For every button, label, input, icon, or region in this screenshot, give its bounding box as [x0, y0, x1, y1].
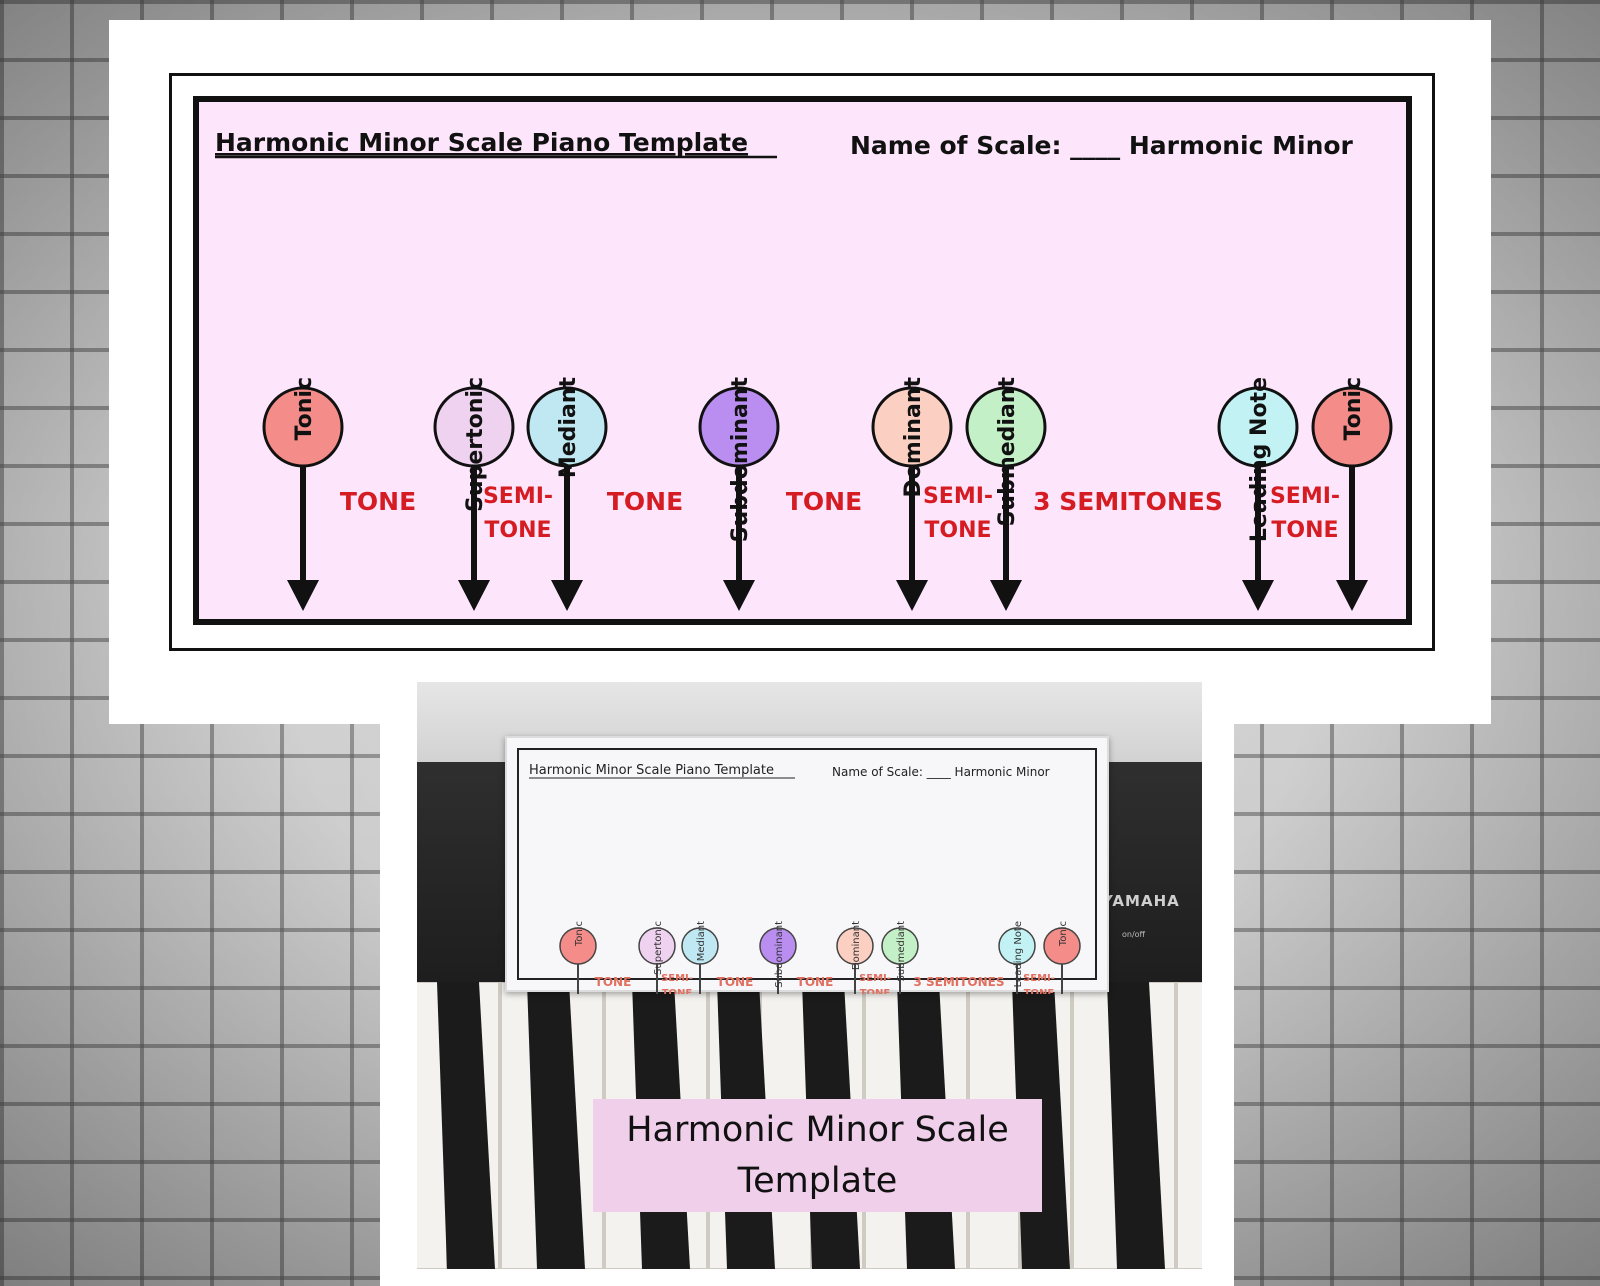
mini-degree-marker: Dominant — [836, 921, 874, 994]
white-key — [1176, 982, 1202, 1269]
interval-label: SEMI- — [1270, 484, 1340, 509]
degree-circle — [871, 386, 953, 468]
degree-marker: Mediant — [526, 377, 608, 611]
scale-name-label: Name of Scale: ____ Harmonic Minor — [850, 131, 1354, 160]
degree-marker: Leading Note — [1217, 377, 1299, 611]
mini-degree-circle — [836, 927, 874, 965]
mini-degree-label: Supertonic — [653, 921, 664, 975]
mini-interval-label: TONE — [860, 988, 891, 994]
degree-circle — [433, 386, 515, 468]
mini-interval-label: TONE — [717, 975, 754, 989]
interval-label: TONE — [786, 487, 862, 516]
mini-degree-circle — [559, 927, 597, 965]
arrow-down-icon — [1336, 580, 1368, 611]
caption-line-1: Harmonic Minor Scale — [626, 1109, 1009, 1150]
black-key — [527, 982, 585, 1269]
mini-degree-label: Subdominant — [774, 921, 785, 988]
template-inner-panel — [193, 96, 1412, 625]
caption-banner: Harmonic Minor Scale Template — [593, 1099, 1042, 1212]
mini-degree-circle — [881, 927, 919, 965]
degree-marker: Subdominant — [698, 377, 780, 611]
mini-degree-marker: Subdominant — [759, 921, 797, 994]
arrow-down-icon — [990, 580, 1022, 611]
mini-degree-label: Leading Note — [1013, 921, 1024, 987]
mini-interval-label: SEMI- — [661, 973, 693, 984]
degree-label: Tonic — [1341, 377, 1366, 440]
arrow-down-icon — [1242, 580, 1274, 611]
interval-label: SEMI- — [923, 484, 993, 509]
mini-degree-circle — [681, 927, 719, 965]
arrow-down-icon — [896, 580, 928, 611]
degree-circle — [965, 386, 1047, 468]
mini-degree-label: Tonic — [1058, 921, 1069, 947]
mini-degree-marker: Tonic — [559, 921, 597, 994]
mini-scale-label: Name of Scale: ____ Harmonic Minor — [832, 765, 1050, 779]
mini-interval-label: SEMI- — [1023, 973, 1055, 984]
degree-circle — [262, 386, 344, 468]
degree-label: Submediant — [995, 377, 1020, 527]
interval-label: TONE — [1271, 518, 1338, 543]
printed-template-card: Harmonic Minor Scale Piano Template Name… — [505, 736, 1109, 994]
mini-interval-label: TONE — [595, 975, 632, 989]
degree-label: Leading Note — [1247, 377, 1272, 542]
mini-diagram: Harmonic Minor Scale Piano Template Name… — [529, 763, 1081, 994]
mini-interval-label: 3 SEMITONES — [913, 975, 1004, 989]
interval-label: TONE — [340, 487, 416, 516]
interval-label: 3 SEMITONES — [1033, 487, 1223, 516]
intervals-layer: TONE SEMI- TONE TONE TONE SEMI- TONE 3 SEMITONE… — [340, 484, 1340, 543]
scale-degree-diagram: Harmonic Minor Scale Piano Template Name… — [215, 128, 1393, 611]
degree-circle — [1217, 386, 1299, 468]
arrow-down-icon — [551, 580, 583, 611]
mini-degree-circle — [638, 927, 676, 965]
black-key — [1107, 982, 1165, 1269]
interval-label: TONE — [924, 518, 991, 543]
mini-degree-marker: Supertonic — [638, 921, 676, 994]
mini-degree-marker: Submediant — [881, 921, 919, 994]
template-title: Harmonic Minor Scale Piano Template — [215, 128, 748, 157]
degree-marker: Supertonic — [433, 377, 515, 611]
mini-interval-label: TONE — [662, 988, 693, 994]
caption-line-2: Template — [737, 1160, 898, 1201]
degree-circle — [1311, 386, 1393, 468]
interval-label: TONE — [607, 487, 683, 516]
mini-degree-marker: Mediant — [681, 921, 719, 994]
arrow-down-icon — [723, 580, 755, 611]
mini-interval-label: TONE — [797, 975, 834, 989]
mini-degree-circle — [1043, 927, 1081, 965]
mini-degree-marker: Leading Note — [998, 921, 1036, 994]
degree-marker: Tonic — [1311, 377, 1393, 611]
piano-brand-logo: YAMAHA — [1102, 892, 1180, 910]
degree-label: Subdominant — [728, 377, 753, 543]
piano-photo: YAMAHA on/off Harmonic Minor Scale Piano… — [417, 682, 1202, 1269]
degree-label: Mediant — [556, 377, 581, 479]
black-key — [437, 982, 495, 1269]
arrow-down-icon — [458, 580, 490, 611]
mini-title: Harmonic Minor Scale Piano Template — [529, 763, 774, 778]
mini-degree-circle — [759, 927, 797, 965]
degree-circle — [526, 386, 608, 468]
power-label: on/off — [1122, 930, 1146, 939]
mini-degree-circle — [998, 927, 1036, 965]
degree-circle — [698, 386, 780, 468]
mini-interval-label: TONE — [1024, 988, 1055, 994]
mini-degree-label: Dominant — [851, 921, 862, 970]
interval-label: TONE — [484, 518, 551, 543]
interval-label: SEMI- — [483, 484, 553, 509]
degree-marker: Tonic — [262, 377, 344, 611]
printed-card-border — [517, 748, 1097, 980]
degree-marker: Submediant — [965, 377, 1047, 611]
degree-marker: Dominant — [871, 377, 953, 611]
degree-label: Supertonic — [463, 377, 488, 512]
degree-label: Tonic — [292, 377, 317, 440]
mini-interval-label: SEMI- — [859, 973, 891, 984]
mini-degree-marker: Tonic — [1043, 921, 1081, 994]
mini-degree-label: Submediant — [896, 921, 907, 982]
mini-degree-label: Tonic — [574, 921, 585, 947]
arrow-down-icon — [287, 580, 319, 611]
degrees-layer: Tonic Supertonic Mediant Subdominant Dominan… — [262, 377, 1393, 611]
mini-degree-label: Mediant — [696, 921, 707, 961]
degree-label: Dominant — [901, 377, 926, 498]
